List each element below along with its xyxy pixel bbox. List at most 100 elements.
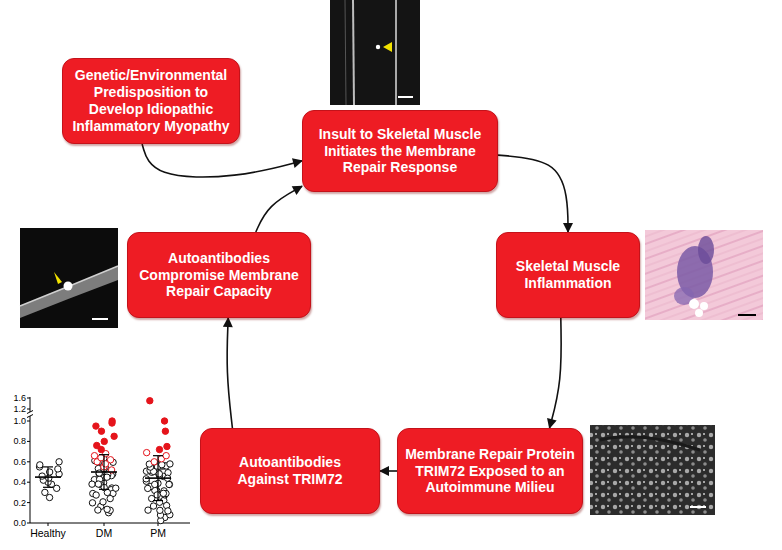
data-point (39, 473, 45, 479)
data-point (94, 442, 100, 448)
data-point (37, 462, 43, 468)
membrane-line (20, 266, 118, 306)
he-stain-micrograph (645, 230, 763, 320)
axis-tick (158, 523, 159, 526)
fiber-edge (20, 266, 118, 318)
box-label: Autoantibodies Against TRIM72 (221, 454, 359, 488)
tick-label: 0.4 (2, 477, 26, 487)
sd-cap (43, 487, 53, 488)
micrograph-ground (590, 425, 715, 515)
cycle-arrow (256, 186, 302, 232)
process-box: Membrane Repair Protein TRIM72 Exposed t… (397, 428, 583, 514)
fat-cell (695, 309, 703, 317)
data-point (101, 438, 107, 444)
data-group (36, 459, 62, 501)
data-point (98, 428, 104, 434)
cycle-arrow (227, 318, 232, 428)
data-point (160, 490, 166, 496)
axis-tick (27, 461, 30, 462)
scatter-plot (27, 397, 190, 526)
axis-tick (27, 482, 30, 483)
data-point (46, 475, 52, 481)
axis-tick (27, 421, 30, 422)
data-point (165, 508, 171, 514)
data-point (161, 418, 167, 424)
scale-bar (398, 96, 413, 98)
fiber-edge (345, 0, 346, 105)
data-point (151, 459, 157, 465)
data-point (163, 452, 169, 458)
sd-cap (99, 454, 109, 455)
axis-tick (27, 409, 30, 410)
tick-label: 0.6 (2, 457, 26, 467)
axis-tick (27, 523, 30, 524)
fat-cell (689, 299, 699, 309)
axis-break (27, 411, 33, 414)
fiber-edge (353, 0, 354, 105)
sd-bar (103, 455, 104, 490)
repair-patch (376, 45, 380, 49)
arrowhead-marker (383, 42, 392, 52)
data-point (150, 503, 156, 509)
data-point (104, 474, 110, 480)
data-point (157, 507, 163, 513)
y-axis (30, 397, 31, 412)
tick-label: 0.0 (2, 518, 26, 528)
axis-tick (27, 502, 30, 503)
scale-bar (690, 506, 706, 508)
tick-label: 1.6 (2, 393, 26, 403)
axis-tick (27, 398, 30, 399)
axis-tick (48, 523, 49, 526)
data-point (56, 459, 62, 465)
data-point (145, 507, 151, 513)
data-point (164, 443, 170, 449)
trim72-stain-micrograph (590, 425, 715, 515)
data-point (152, 481, 158, 487)
data-point (91, 452, 97, 458)
process-box: Insult to Skeletal Muscle Initiates the … (302, 110, 498, 192)
x-axis (30, 523, 190, 524)
tissue-fold (600, 437, 700, 450)
membrane-micrograph (20, 228, 118, 328)
category-label: DM (77, 527, 131, 539)
data-point (166, 481, 172, 487)
data-point (93, 423, 99, 429)
data-point (154, 492, 160, 498)
data-point (42, 489, 48, 495)
data-point (166, 481, 172, 487)
sd-cap (99, 489, 109, 490)
cycle-arrow (142, 144, 302, 177)
sd-bar (157, 456, 158, 501)
scale-bar (92, 318, 108, 320)
data-point (109, 420, 115, 426)
data-point (145, 485, 151, 491)
arrowhead-marker (54, 272, 62, 284)
data-point (147, 398, 153, 404)
sd-bar (47, 467, 48, 487)
sd-cap (43, 466, 53, 467)
process-box: Autoantibodies Against TRIM72 (200, 428, 380, 514)
data-point (156, 471, 162, 477)
data-point (159, 462, 165, 468)
data-point (95, 507, 101, 513)
micrograph-ground (645, 230, 763, 320)
process-box: Genetic/Environmental Predisposition to … (62, 58, 240, 144)
data-point (93, 492, 99, 498)
cycle-arrow (550, 318, 562, 428)
tick-label: 0.2 (2, 498, 26, 508)
category-label: Healthy (21, 527, 75, 539)
data-point (107, 495, 113, 501)
micrograph-ground (330, 0, 420, 105)
data-point (55, 466, 61, 472)
axis-tick (27, 441, 30, 442)
data-point (162, 428, 168, 434)
fiber-edge (395, 0, 397, 105)
category-label: PM (131, 527, 185, 539)
data-point (107, 457, 113, 463)
data-group (89, 418, 119, 516)
data-point (89, 481, 95, 487)
sd-cap (153, 500, 163, 501)
box-label: Skeletal Muscle Inflammation (505, 258, 631, 292)
muscle-fiber-micrograph (330, 0, 420, 105)
data-point (95, 481, 101, 487)
